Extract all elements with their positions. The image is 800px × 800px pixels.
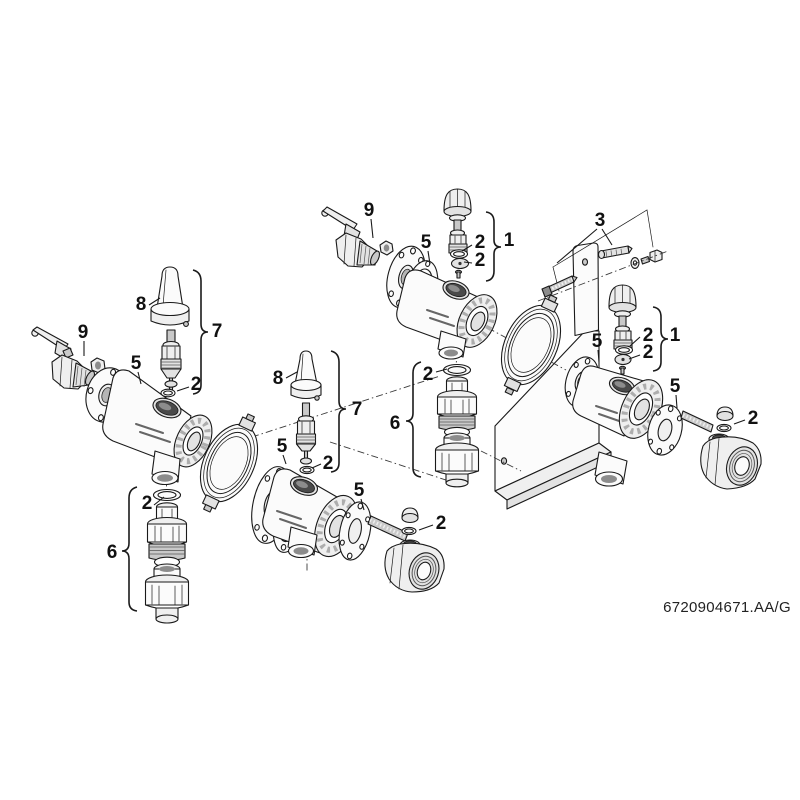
top-hex-nut <box>379 240 394 256</box>
threaded-opening <box>408 552 440 590</box>
callout-5-middle-front: 5 <box>277 436 288 457</box>
callout-9-left: 9 <box>78 322 89 343</box>
callout-9-top: 9 <box>364 200 375 221</box>
callout-8-middle: 8 <box>273 368 284 389</box>
right-valve-body <box>572 365 664 487</box>
callout-2-top-b: 2 <box>475 250 486 271</box>
right-rear-flange <box>647 404 683 456</box>
left-probe-insert <box>160 329 182 398</box>
brace-6-right <box>405 361 422 478</box>
probe-washer <box>299 457 313 465</box>
callout-2-middle: 2 <box>323 453 334 474</box>
callout-2-left: 2 <box>191 374 202 395</box>
left-union-group <box>144 488 190 624</box>
mounting-screw <box>541 275 578 298</box>
middle-protective-cone <box>290 350 322 401</box>
right-cap-group <box>608 284 637 375</box>
callout-2-middle-cap: 2 <box>436 513 447 534</box>
brace-7-middle <box>330 350 347 473</box>
wall-anchor <box>597 245 633 260</box>
right-union-group <box>434 363 480 488</box>
probe-washer <box>164 380 178 388</box>
bracket-hole <box>581 258 589 266</box>
threaded-opening <box>725 446 759 486</box>
callout-7-middle: 7 <box>352 399 363 420</box>
callout-5-top: 5 <box>421 232 432 253</box>
callout-5-left: 5 <box>131 353 142 374</box>
brace-1-right <box>652 306 669 372</box>
right-stud <box>680 410 714 433</box>
right-cap <box>716 406 734 433</box>
brace-6-left <box>121 486 138 612</box>
callout-2-right-b: 2 <box>643 342 654 363</box>
top-valve-ribbed-end <box>456 294 498 348</box>
right-pipe-clamp <box>500 294 562 396</box>
callout-2-union-left: 2 <box>142 493 153 514</box>
brace-7-left <box>192 269 209 395</box>
callout-leaders <box>83 218 746 531</box>
callout-5-right-rear: 5 <box>670 376 681 397</box>
left-valve-body <box>102 369 213 486</box>
callout-1-top: 1 <box>504 230 515 251</box>
callout-3-kit: 3 <box>595 210 606 231</box>
document-number: 6720904671.AA/G <box>663 599 791 616</box>
callout-2-right-a: 2 <box>643 325 654 346</box>
callout-braces <box>121 211 669 612</box>
top-cap-group <box>443 188 472 279</box>
left-valve-ribbed-end <box>173 414 213 468</box>
middle-cap <box>401 507 419 536</box>
top-ball-valve <box>321 206 381 268</box>
callout-7-left: 7 <box>212 321 223 342</box>
callout-5-middle-rear: 5 <box>354 480 365 501</box>
callout-6-right: 6 <box>390 413 401 434</box>
callout-2-top-a: 2 <box>475 232 486 253</box>
callout-labels: 9 8 7 5 2 2 6 8 7 5 2 5 2 2 6 9 5 2 2 1 … <box>78 200 759 563</box>
middle-probe-insert <box>295 402 317 475</box>
middle-rear-flange <box>338 501 372 561</box>
left-pipe-clamp <box>199 413 259 513</box>
middle-end-valve <box>384 539 445 593</box>
right-end-valve <box>700 433 762 490</box>
brace-1-top <box>485 211 502 282</box>
callout-6-left: 6 <box>107 542 118 563</box>
valve-handle <box>322 206 358 231</box>
callout-1-right: 1 <box>670 325 681 346</box>
left-ball-valve <box>31 326 96 390</box>
callout-2-right-cap: 2 <box>748 408 759 429</box>
bracket-hole <box>500 457 508 465</box>
left-protective-cone <box>150 266 190 327</box>
callout-8-left: 8 <box>136 294 147 315</box>
callout-2-union-right: 2 <box>423 364 434 385</box>
hex-bolt <box>640 249 663 265</box>
top-valve-body <box>396 269 498 360</box>
callout-5-right-front: 5 <box>592 331 603 352</box>
